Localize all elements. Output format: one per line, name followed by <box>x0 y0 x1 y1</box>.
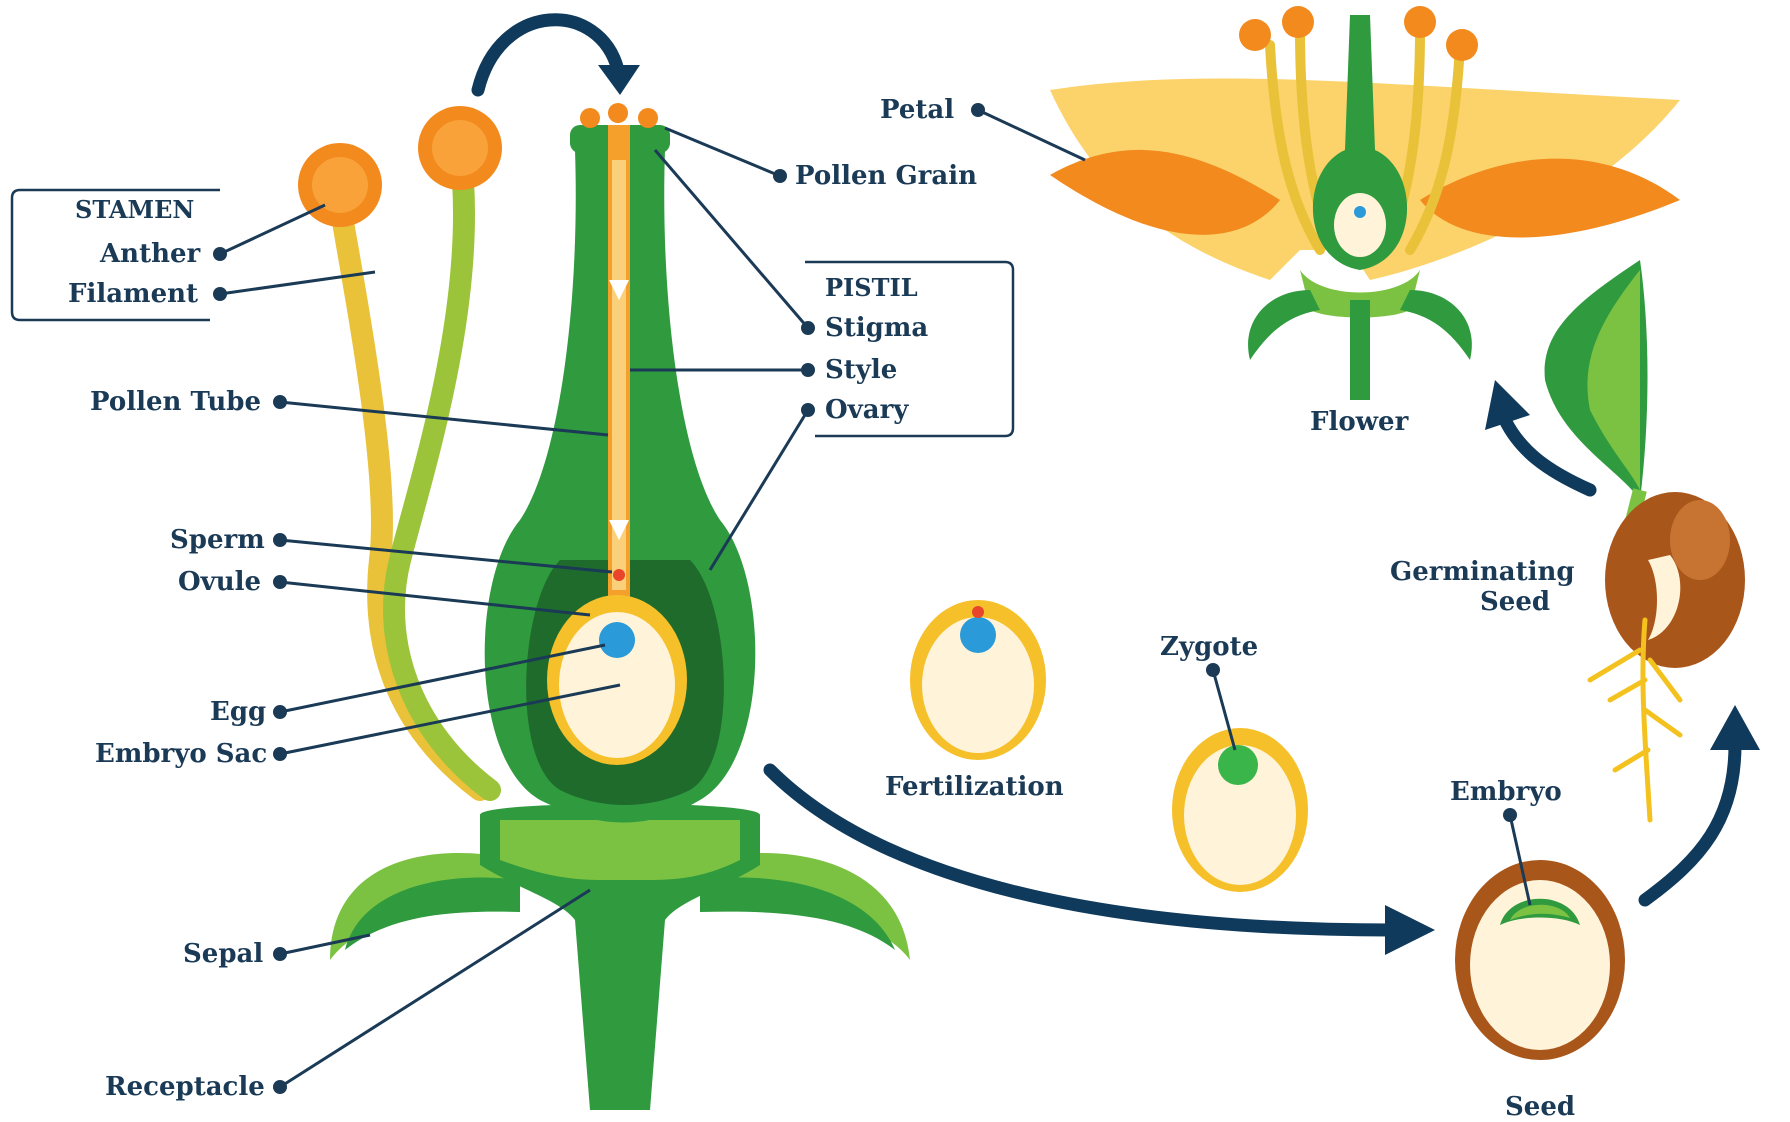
flower-sepal-left <box>1248 290 1320 360</box>
sperm-cell <box>613 569 625 581</box>
anther-label: Anther <box>99 239 201 269</box>
germinating-seed-illustration <box>1545 260 1745 820</box>
ovary-label: Ovary <box>825 395 909 425</box>
filament-label: Filament <box>68 279 198 309</box>
receptacle-label: Receptacle <box>105 1072 265 1102</box>
ovary-dot <box>801 403 815 417</box>
fertilization-sperm <box>972 606 984 618</box>
pollen-grain-label: Pollen Grain <box>795 161 977 191</box>
flower-sepal-right <box>1400 290 1472 360</box>
germinating-seed-shine <box>1670 500 1730 580</box>
germinating-label-line1: Germinating <box>1390 557 1575 587</box>
zygote-illustration: Zygote <box>1160 632 1308 892</box>
sepal-leader <box>280 935 370 954</box>
pollination-arrow-head <box>598 65 640 95</box>
flower-egg <box>1354 206 1366 218</box>
receptacle-leader <box>280 890 590 1087</box>
embryo-label: Embryo <box>1450 777 1562 807</box>
flower-label: Flower <box>1310 407 1409 437</box>
pollen-grain-leader <box>665 128 780 176</box>
pollen-tube-label: Pollen Tube <box>90 387 261 417</box>
germination-to-flower-arrowhead <box>1485 380 1530 430</box>
stigma-dot <box>801 321 815 335</box>
seed-label: Seed <box>1505 1092 1575 1122</box>
style-dot <box>801 363 815 377</box>
sepal-label: Sepal <box>183 939 263 969</box>
egg-label: Egg <box>210 697 266 727</box>
stamen-heading: STAMEN <box>75 195 194 224</box>
germinating-seed-labels: Germinating Seed <box>1390 557 1575 617</box>
pollen-grain-dot <box>773 169 787 183</box>
pistil-illustration <box>330 103 910 1110</box>
petal-label: Petal <box>880 95 954 125</box>
flower-stem <box>1350 300 1370 400</box>
pistil-heading: PISTIL <box>825 273 918 302</box>
zygote-label: Zygote <box>1160 632 1258 662</box>
style-label: Style <box>825 355 897 385</box>
flower-ovule <box>1334 193 1386 257</box>
seed-illustration: Embryo Seed <box>1450 777 1625 1122</box>
anther-right-core <box>432 120 488 176</box>
pollination-arrow-curve <box>478 20 618 90</box>
zygote-cell <box>1218 745 1258 785</box>
filament-right <box>394 150 490 790</box>
germinating-label-line2: Seed <box>1480 587 1550 617</box>
receptacle-shade <box>500 820 740 880</box>
stigma-pollen-grains <box>580 103 658 128</box>
ovary-to-seed-arrowhead <box>1385 905 1435 955</box>
stigma-label: Stigma <box>825 313 928 343</box>
fertilization-egg <box>960 617 996 653</box>
seed-to-germination-arrow <box>1645 745 1735 900</box>
ovary-leader <box>710 410 808 570</box>
pollination-arrow <box>478 20 640 95</box>
egg-cell <box>599 622 635 658</box>
anther-left-core <box>312 157 368 213</box>
sperm-label: Sperm <box>170 525 265 555</box>
anther-leader <box>220 205 325 254</box>
embryo-sac-label: Embryo Sac <box>95 739 267 769</box>
fertilization-label: Fertilization <box>885 772 1064 802</box>
fertilization-illustration: Fertilization <box>885 600 1064 802</box>
seed-to-germination-arrowhead <box>1710 705 1760 750</box>
ovule-label: Ovule <box>178 567 261 597</box>
